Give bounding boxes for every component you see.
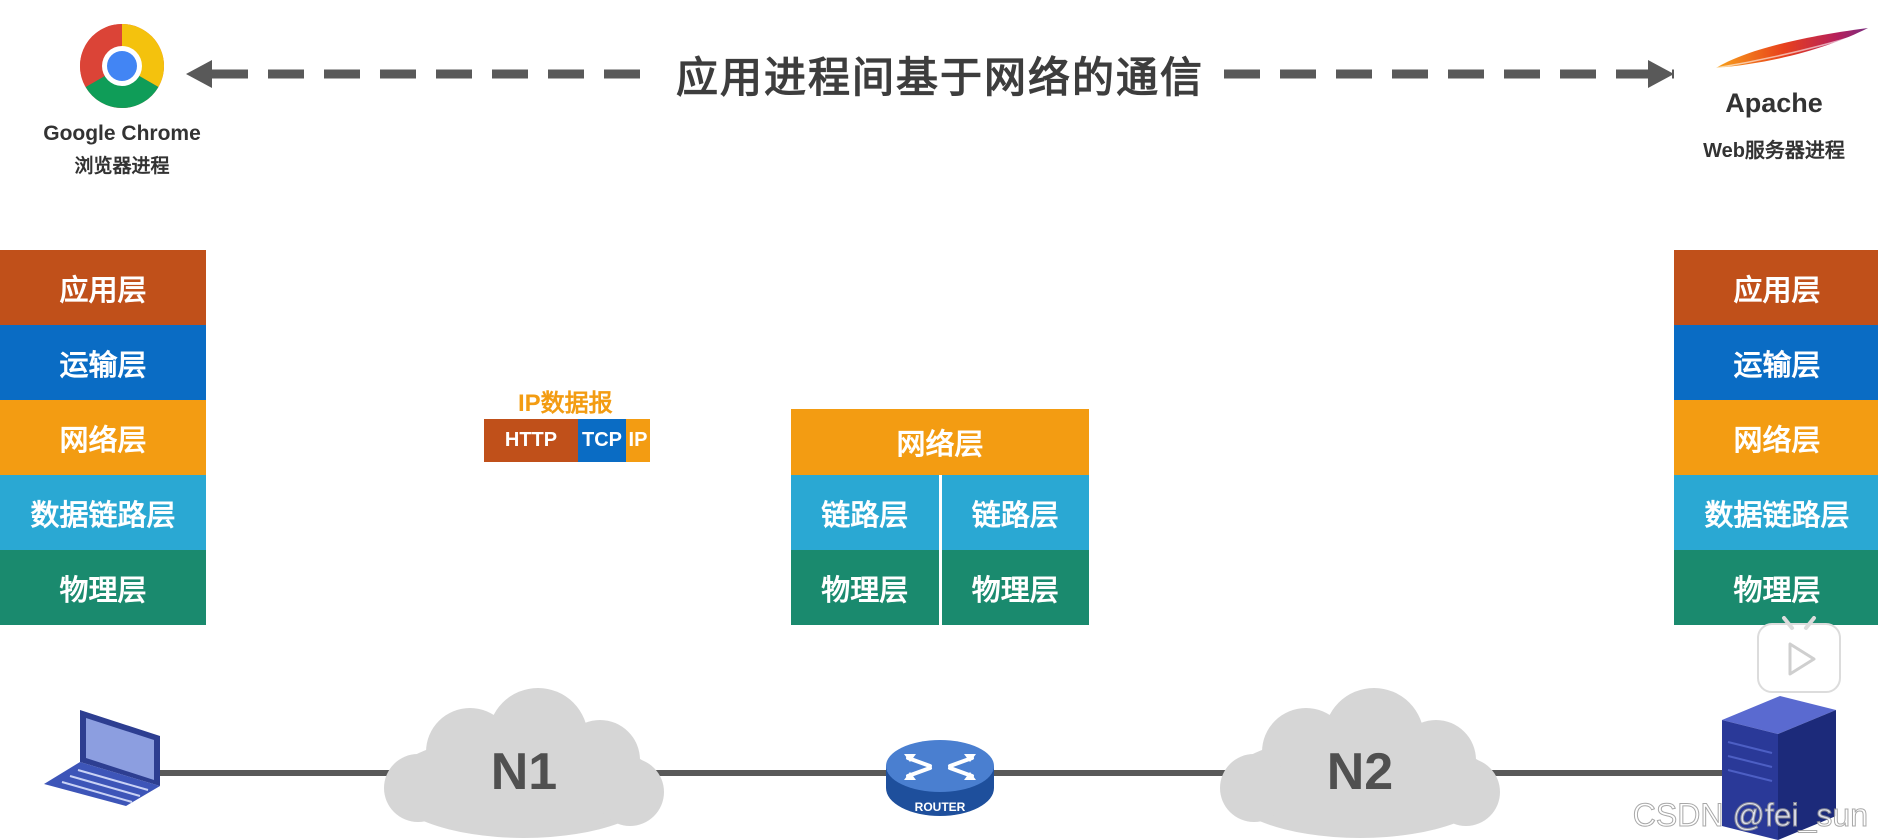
server-datalink-layer: 数据链路层 (1674, 475, 1878, 550)
router-datalink-row: 链路层 链路层 (791, 475, 1089, 550)
cloud-n2-icon (1220, 688, 1500, 838)
router-left-link-layer: 链路层 (791, 475, 939, 550)
client-network-layer: 网络层 (0, 400, 206, 475)
server-protocol-stack: 应用层 运输层 网络层 数据链路层 物理层 (1674, 250, 1878, 625)
chrome-logo (78, 22, 166, 110)
client-datalink-layer: 数据链路层 (0, 475, 206, 550)
router-icon (886, 740, 994, 816)
router-network-layer: 网络层 (791, 409, 1089, 475)
ip-datagram: HTTP TCP IP (484, 419, 650, 462)
packet-tcp-segment: TCP (578, 419, 626, 462)
play-button-icon[interactable] (1756, 616, 1842, 696)
network-n1-label: N1 (490, 743, 558, 801)
router-protocol-stack: 网络层 链路层 链路层 物理层 物理层 (791, 409, 1089, 625)
router-right-link-layer: 链路层 (938, 475, 1089, 550)
router-label: ROUTER (914, 800, 966, 814)
chrome-icon (79, 23, 165, 109)
client-physical-layer: 物理层 (0, 550, 206, 625)
client-transport-layer: 运输层 (0, 325, 206, 400)
apache-logo (1712, 22, 1874, 78)
client-role: 浏览器进程 (74, 156, 170, 177)
server-network-layer: 网络层 (1674, 400, 1878, 475)
server-icon (1722, 696, 1836, 840)
communication-arrow (186, 60, 1674, 88)
router-left-physical-layer: 物理层 (791, 550, 939, 625)
router-right-physical-layer: 物理层 (938, 550, 1089, 625)
client-protocol-stack: 应用层 运输层 网络层 数据链路层 物理层 (0, 250, 206, 625)
packet-ip-segment: IP (626, 419, 650, 462)
laptop-icon (44, 710, 160, 806)
router-physical-row: 物理层 物理层 (791, 550, 1089, 625)
diagram-title: 应用进程间基于网络的通信 (675, 54, 1204, 101)
feather-icon (1715, 28, 1868, 69)
network-n2-label: N2 (1326, 743, 1394, 801)
watermark: CSDN @fei_sun (1632, 797, 1868, 834)
packet-http-segment: HTTP (484, 419, 578, 462)
server-role: Web服务器进程 (1703, 140, 1845, 162)
server-physical-layer: 物理层 (1674, 550, 1878, 625)
client-name: Google Chrome (43, 122, 201, 145)
packet-label: IP数据报 (518, 390, 613, 417)
client-application-layer: 应用层 (0, 250, 206, 325)
server-transport-layer: 运输层 (1674, 325, 1878, 400)
server-name: Apache (1725, 88, 1823, 118)
server-application-layer: 应用层 (1674, 250, 1878, 325)
cloud-n1-icon (384, 688, 664, 838)
